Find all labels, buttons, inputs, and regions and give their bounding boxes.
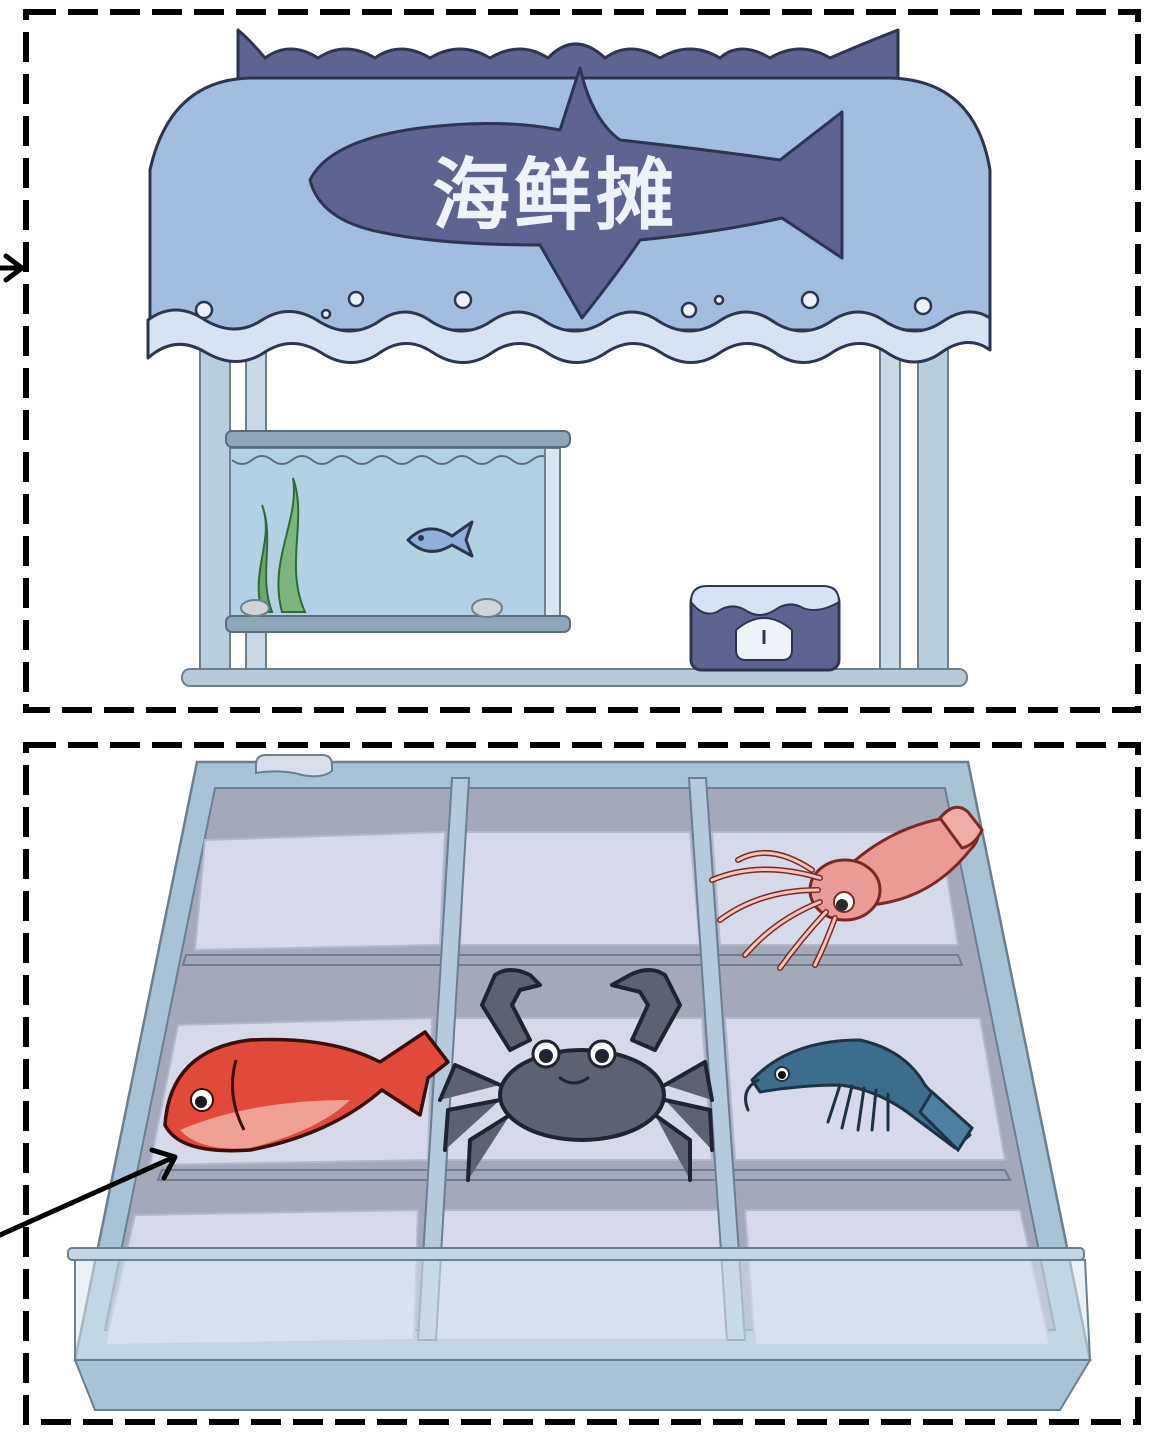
stall-panel: 海鲜摊	[0, 9, 1141, 713]
stall-sign-text: 海鲜摊	[432, 151, 678, 241]
tray-panel-border	[23, 742, 1141, 1425]
seaweed-icon	[257, 504, 274, 613]
fish-icon	[163, 1030, 450, 1153]
shark-sign-icon	[308, 66, 844, 320]
scale-icon	[689, 585, 841, 672]
stall-counter	[181, 668, 968, 687]
squid-icon	[709, 805, 984, 971]
fish-tank	[225, 430, 571, 633]
tray-panel	[0, 742, 1141, 1425]
stall-panel-border	[23, 9, 1141, 713]
tray-front-glass	[67, 1247, 1085, 1261]
pointer-arrow-stall	[0, 253, 25, 283]
small-fish-icon	[406, 520, 474, 558]
crab-icon	[438, 968, 714, 1182]
stall-awning: 海鲜摊	[146, 28, 992, 364]
shrimp-icon	[744, 1038, 974, 1153]
pointer-arrow-fish	[0, 1147, 178, 1238]
seaweed-icon	[277, 477, 307, 613]
